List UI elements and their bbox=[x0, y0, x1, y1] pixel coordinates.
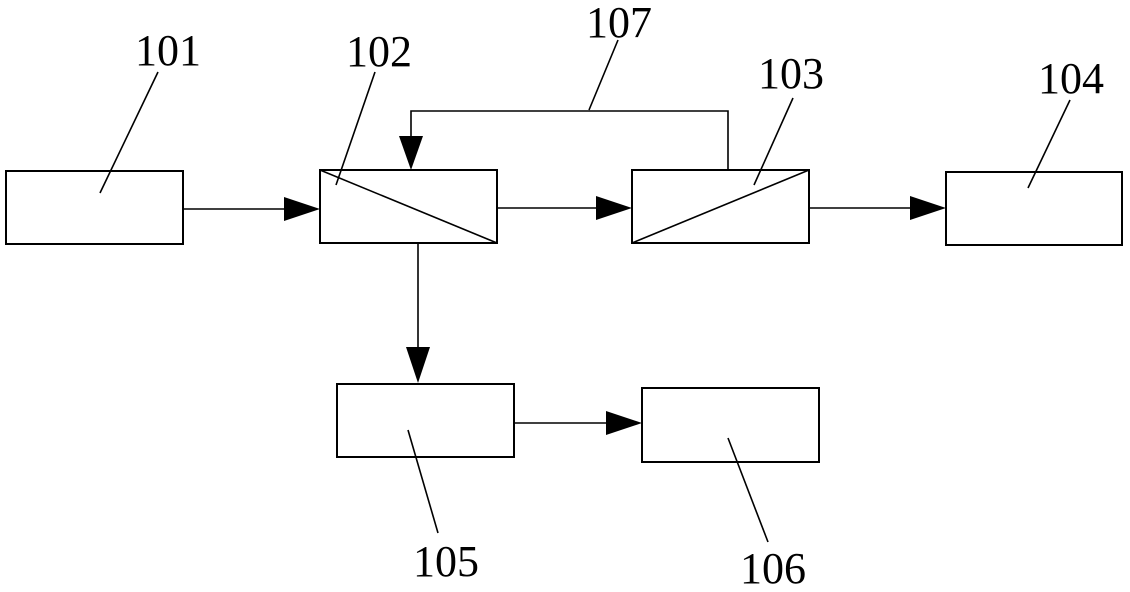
leader-101 bbox=[99, 71, 159, 194]
arrow-102-to-103 bbox=[497, 196, 632, 220]
block-105 bbox=[336, 383, 515, 458]
leader-107 bbox=[588, 39, 619, 111]
block-104 bbox=[945, 171, 1123, 246]
leader-104 bbox=[1027, 99, 1071, 189]
label-103: 103 bbox=[758, 49, 824, 98]
label-105: 105 bbox=[413, 537, 479, 586]
leader-105 bbox=[407, 429, 439, 534]
label-104: 104 bbox=[1038, 54, 1104, 103]
label-101: 101 bbox=[135, 26, 201, 75]
block-103-diagonal bbox=[631, 169, 810, 244]
arrow-101-to-102 bbox=[183, 197, 320, 221]
block-101 bbox=[5, 170, 184, 245]
leader-102 bbox=[335, 71, 376, 186]
label-102: 102 bbox=[346, 27, 412, 76]
arrow-102-to-105 bbox=[406, 243, 430, 383]
label-106: 106 bbox=[740, 544, 806, 592]
label-107: 107 bbox=[586, 0, 652, 47]
block-106 bbox=[641, 387, 820, 463]
feedback-loop-107 bbox=[399, 110, 729, 170]
arrow-105-to-106 bbox=[514, 411, 642, 435]
leader-103 bbox=[753, 97, 794, 186]
arrow-103-to-104 bbox=[809, 196, 946, 220]
block-102-diagonal bbox=[319, 169, 498, 244]
leader-106 bbox=[727, 437, 769, 543]
